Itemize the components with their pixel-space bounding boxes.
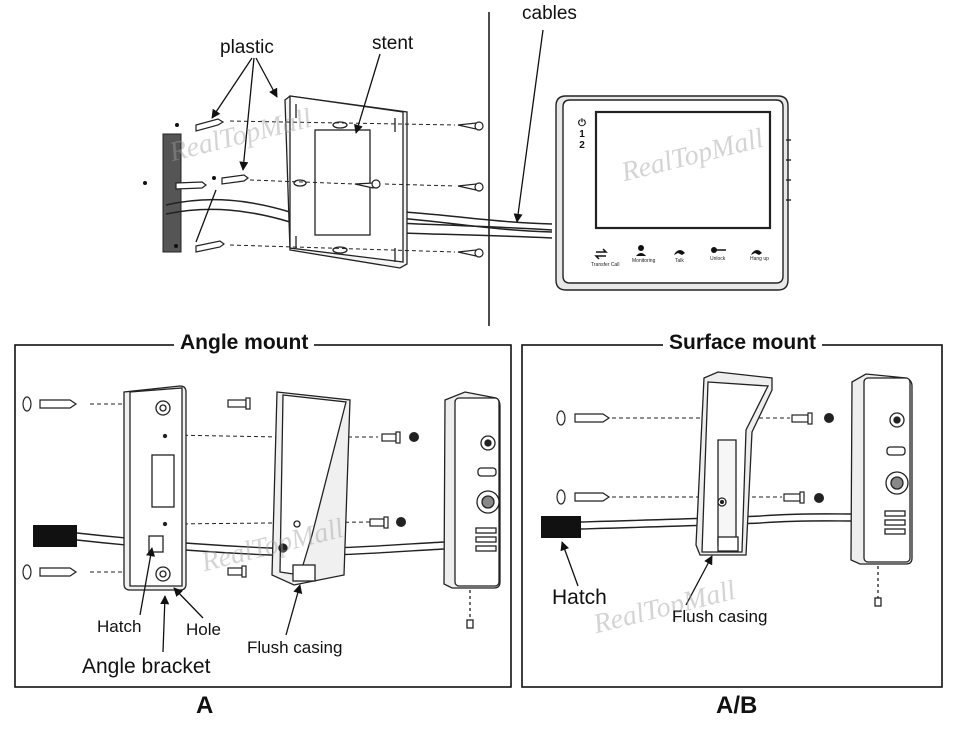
label-pointers [195, 29, 544, 243]
label-cables: cables [522, 4, 577, 23]
flush-casing-b [695, 371, 773, 556]
line1-indicator: 1 [579, 129, 585, 140]
panel-a-screws [227, 397, 401, 578]
monitor [555, 95, 791, 291]
panel-b-title: Surface mount [663, 332, 823, 353]
monitor-button-icons [594, 245, 762, 260]
hang-up-caption: Hang up [750, 256, 769, 262]
anchor-dots [143, 123, 216, 248]
panel-a-title-bold: Angle [180, 331, 239, 354]
outdoor-unit-b [850, 373, 913, 607]
panel-a-angle-bracket-label: Angle bracket [82, 655, 211, 678]
monitor-indicators: ⏻ 1 2 [576, 118, 588, 151]
panel-a-hatch-block [33, 525, 77, 547]
panel-b-cable [580, 513, 853, 530]
panel-b-dots [814, 413, 834, 503]
panel-b-flush-casing-label: Flush casing [672, 607, 768, 626]
transfer-call-caption: Transfer Call [591, 262, 620, 268]
power-indicator: ⏻ [578, 118, 586, 129]
panel-a-hatch-label: Hatch [97, 617, 142, 636]
monitoring-caption: Monitoring [632, 258, 656, 264]
panel-b-guides [612, 417, 790, 498]
talk-caption: Talk [675, 258, 684, 264]
angle-bracket [123, 385, 187, 591]
line2-indicator: 2 [579, 140, 585, 151]
panel-b-caption: A/B [716, 692, 758, 719]
wall-anchor [175, 118, 249, 253]
panel-b-hatch-block [541, 516, 581, 538]
panel-b-screws [783, 412, 813, 504]
panel-a-caption: A [196, 692, 214, 719]
panel-b-anchors [556, 410, 611, 505]
panel-a-pointers [139, 547, 303, 653]
wall-block [162, 133, 182, 253]
screw [354, 121, 484, 258]
panel-a-dots [396, 432, 419, 527]
panel-b-hatch-label: Hatch [552, 586, 607, 609]
panel-a-flush-casing-label: Flush casing [247, 638, 343, 657]
stent-plate [284, 95, 408, 269]
panel-a-anchors [22, 396, 78, 580]
outdoor-unit-a [443, 391, 501, 629]
panel-b-pointers [560, 541, 713, 606]
label-plastic: plastic [220, 37, 274, 58]
panel-a-hole-label: Hole [186, 620, 221, 639]
flush-casing-a [271, 391, 351, 586]
panel-a-frame [14, 344, 512, 688]
panel-a-title-rest: mount [238, 331, 309, 354]
label-stent: stent [372, 33, 414, 54]
panel-a-title: Angle mount [174, 331, 315, 354]
screw-guides [229, 120, 456, 253]
unlock-caption: Unlock [710, 256, 726, 262]
